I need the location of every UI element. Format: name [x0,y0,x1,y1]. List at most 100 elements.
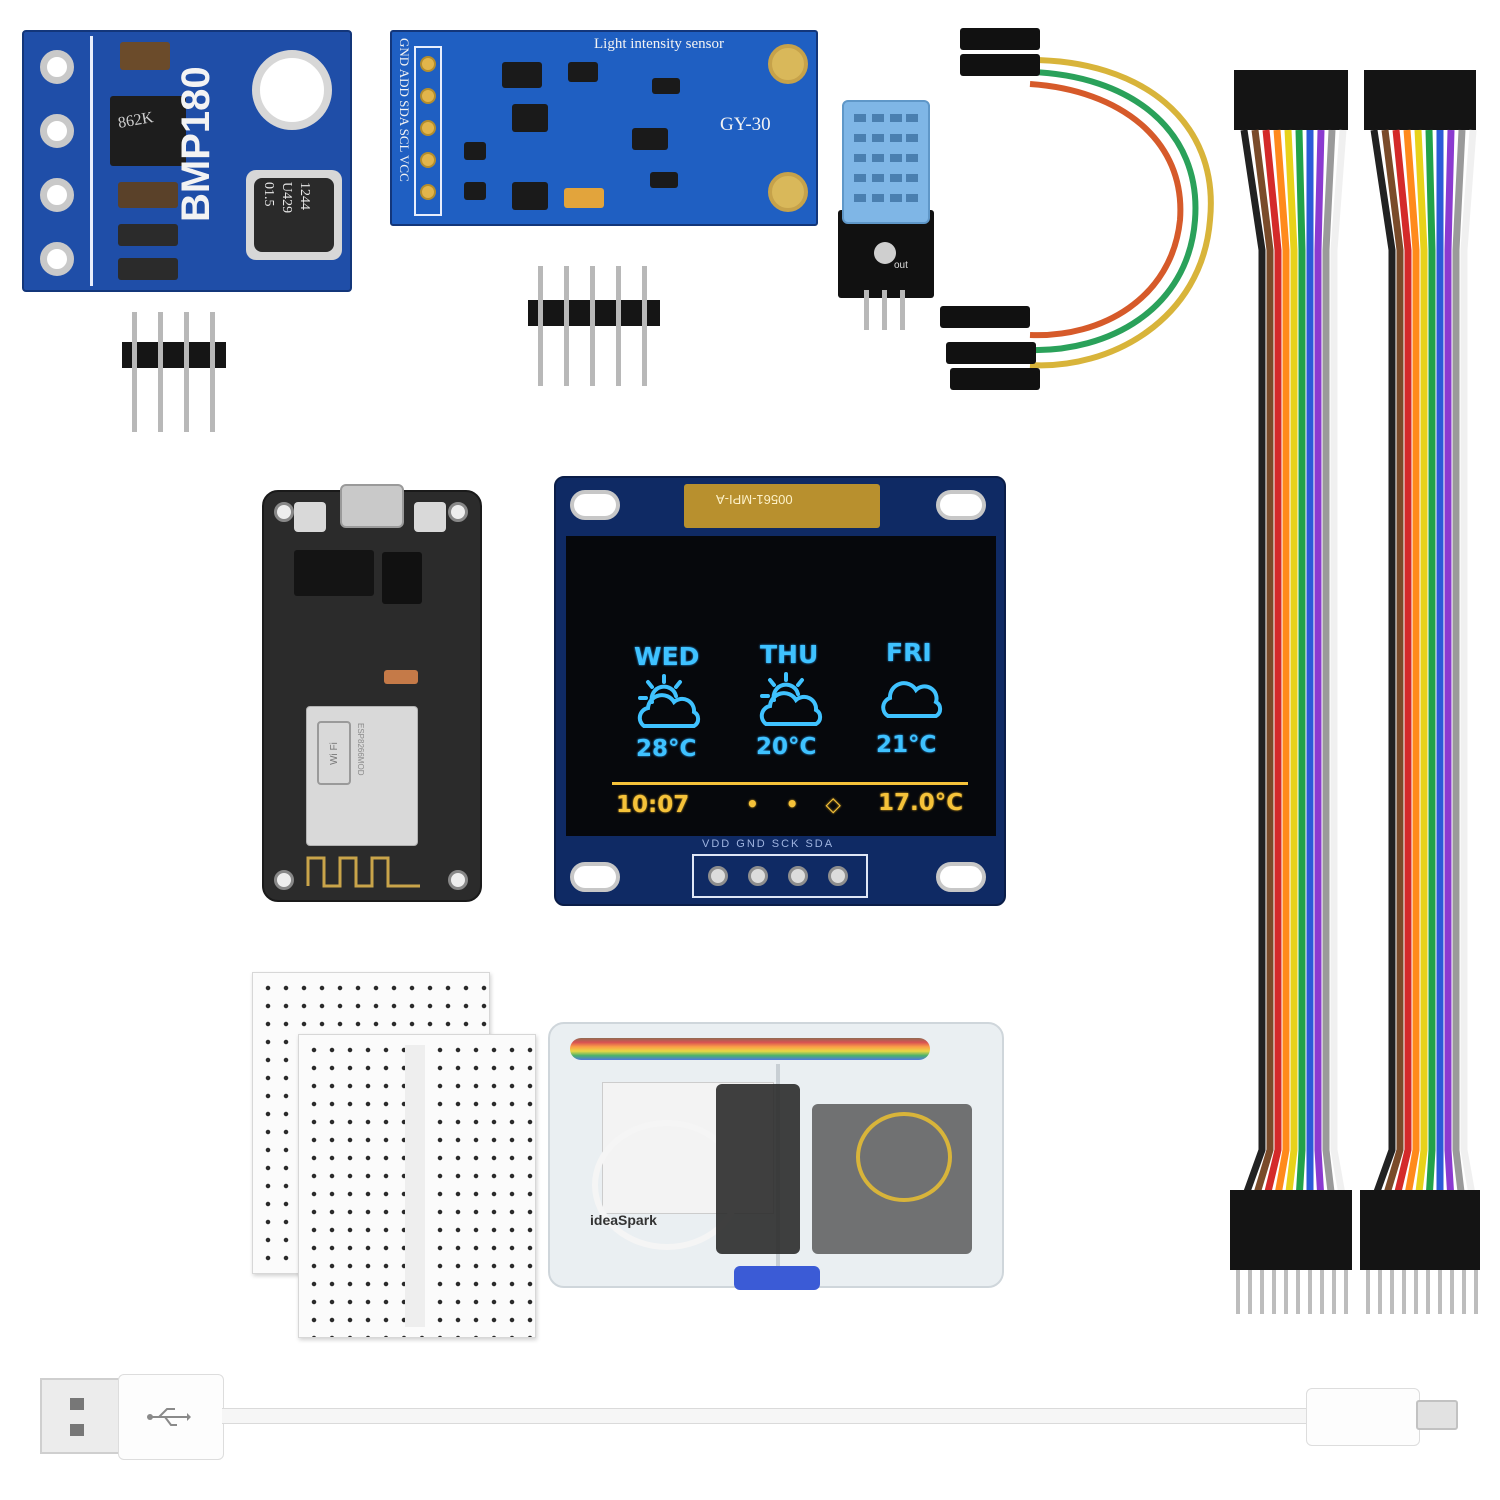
gy30-pad [420,184,436,200]
oled-pin [708,866,728,886]
oled-mount-hole [570,862,620,892]
gy30-pad [420,120,436,136]
storage-box: ideaSpark [548,1022,1004,1290]
esp-wifi-label: Wi Fi [328,741,340,765]
esp-wifi-module: Wi Fi ESP8266MOD [306,706,418,846]
wifi-logo-icon: Wi Fi [317,721,351,785]
box-latch [734,1266,820,1290]
dht-led [874,242,896,264]
usb-a-housing [118,1374,224,1460]
gy30-chip [464,182,486,200]
gy30-chip [512,104,548,132]
oled-mount-hole [936,490,986,520]
esp-usb-port [340,484,404,528]
oled-flex-cable [684,484,880,528]
dht-vent-grid [854,114,918,202]
usb-symbol-icon [147,1408,191,1426]
gy30-title: Light intensity sensor [594,36,724,52]
usb-a-pin [70,1424,84,1436]
esp-mount-hole [448,502,468,522]
gy30-chip [632,128,668,150]
esp-usb-chip [294,550,374,596]
oled-divider [612,782,968,785]
gy30-pin-labels: GND ADD SDA SCL VCC [397,38,412,182]
box-ribbon-cable [570,1038,930,1060]
bmp180-capacitor [118,182,178,208]
bmp180-pin-hole [40,178,74,212]
bmp180-resistor [118,258,178,280]
esp-antenna [306,856,420,888]
bmp180-header-pins [122,312,226,432]
oled-indicators: • • ◇ [746,792,851,816]
gy30-board: GND ADD SDA SCL VCC Light intensity sens… [390,30,818,226]
esp-mount-hole [448,870,468,890]
forecast-temp-fri: 21°C [876,732,937,758]
bmp180-sensor-port [252,50,332,130]
oled-module: 00561-MPI-A WED THU FRI 28°C 20°C 21°C [554,476,1006,906]
cloud-icon [881,681,943,718]
oled-current-temp: 17.0°C [878,790,964,816]
breadboard-front [298,1034,536,1338]
oled-pin [828,866,848,886]
micro-usb-plug [1416,1400,1458,1430]
gy30-pad [420,56,436,72]
forecast-day-thu: THU [760,640,819,669]
usb-a-pin [70,1398,84,1410]
micro-usb-housing [1306,1388,1420,1446]
bmp180-chip-text: 1244 [297,182,312,210]
box-wire-loop [856,1112,952,1202]
gy30-pin-row [414,46,442,216]
oled-pin [788,866,808,886]
esp-mount-hole [274,870,294,890]
gy30-mount-hole [768,172,808,212]
bmp180-capacitor [120,42,170,70]
oled-pin-labels: VDD GND SCK SDA [702,838,835,850]
ribbon-cable-right [1360,70,1480,1314]
esp-component [384,670,418,684]
oled-pin-row [692,854,868,898]
bmp180-chip-text: U429 [279,182,294,214]
usb-a-plug [40,1378,120,1454]
esp8266-board: Wi Fi ESP8266MOD [262,484,482,902]
oled-screen: WED THU FRI 28°C 20°C 21°C 10:07 • • ◇ 1… [566,536,996,836]
bmp180-sensor-die [254,178,334,252]
esp-button [294,502,326,532]
bmp180-pin-hole [40,114,74,148]
forecast-day-fri: FRI [886,638,932,667]
forecast-temp-wed: 28°C [636,736,697,762]
sun-cloud-icon [637,674,701,728]
bmp180-regulator [110,96,186,166]
esp-module-text: ESP8266MOD [356,723,365,776]
ribbon-cable-left [1230,70,1352,1314]
gy30-chip [652,78,680,94]
gy30-chip [568,62,598,82]
breadboard-channel [405,1045,425,1327]
gy30-mount-hole [768,44,808,84]
gy30-chip [502,62,542,88]
oled-mount-hole [936,862,986,892]
oled-pin [748,866,768,886]
gy30-sensor [564,188,604,208]
dht-out-label: out [894,260,908,271]
esp-mount-hole [274,502,294,522]
bmp180-board: 862K BMP180 1244 U429 01.5 [22,30,352,292]
gy30-model: GY-30 [720,114,771,135]
oled-time: 10:07 [616,792,690,818]
bmp180-label: BMP180 [174,66,218,222]
sun-cloud-icon [759,672,823,726]
oled-flex-label: 00561-MPI-A [716,492,793,507]
gy30-header-pins [528,266,660,386]
gy30-pad [420,152,436,168]
bmp180-resistor [118,224,178,246]
oled-mount-hole [570,490,620,520]
bmp180-silk-line [90,36,93,286]
bmp180-pin-hole [40,242,74,276]
forecast-day-wed: WED [634,642,700,671]
dht-jumper-wires [940,28,1214,390]
esp-button [414,502,446,532]
dht-module: out [838,100,934,298]
gy30-chip [512,182,548,210]
gy30-chip [650,172,678,188]
bmp180-pin-hole [40,50,74,84]
gy30-pad [420,88,436,104]
